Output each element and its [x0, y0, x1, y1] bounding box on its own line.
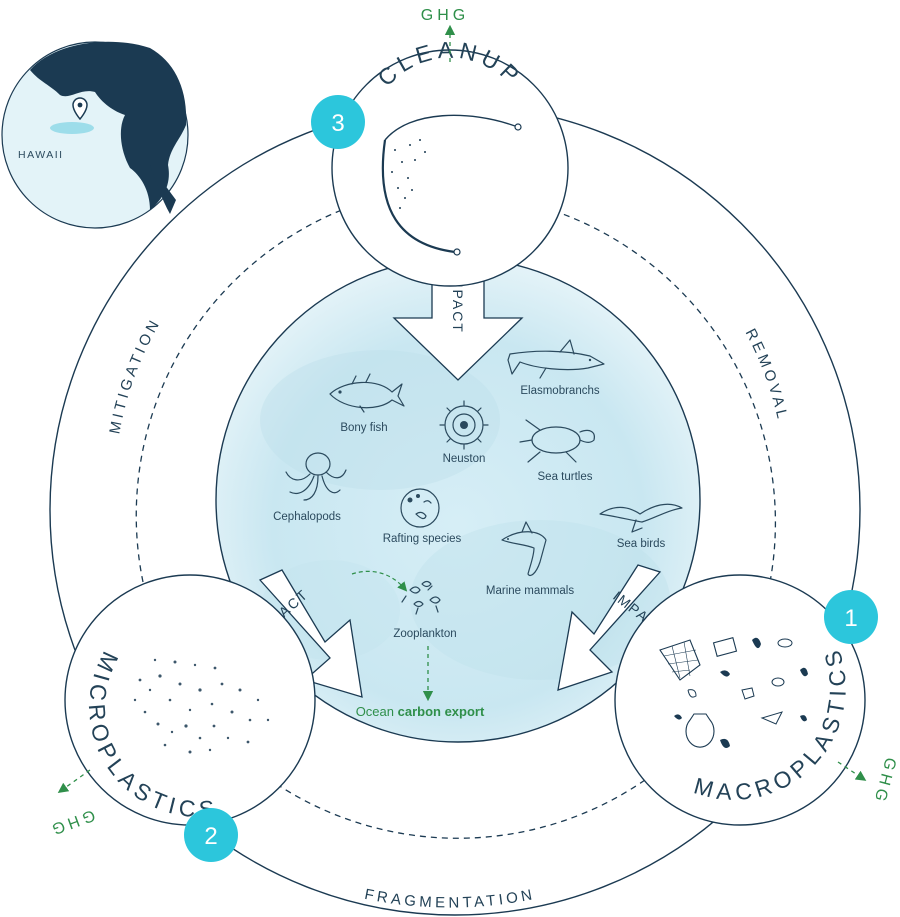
cephalopod-octopus-icon	[285, 452, 347, 501]
hawaii-label: HAWAII	[18, 149, 64, 161]
macroplastic-debris-icon	[659, 636, 808, 748]
ghg-label-macro: GHG	[870, 756, 899, 807]
marine-mammal-dolphin-icon	[501, 521, 547, 577]
mitigation-dashed-arrow	[135, 202, 357, 583]
zooplankton-curved-arrow	[351, 570, 408, 592]
globe-map: HAWAII	[1, 41, 189, 229]
removal-dashed-arrow	[526, 200, 777, 583]
cephalopods-label: Cephalopods	[273, 511, 341, 523]
location-pin-icon	[72, 97, 88, 121]
sea-bird-icon	[599, 503, 683, 533]
ghg-label-cleanup: GHG	[421, 7, 469, 24]
cleanup-barrier-icon	[381, 114, 522, 256]
macroplastics-circle	[614, 574, 866, 826]
ghg-label-micro: GHG	[46, 806, 97, 839]
bony-fish-icon	[329, 373, 405, 413]
fragmentation-dashed-arrow	[243, 759, 646, 839]
svg-text:3: 3	[331, 110, 344, 137]
bony-fish-label: Bony fish	[340, 422, 387, 434]
impact-arrow-left	[258, 569, 363, 698]
impact-arrow-right	[557, 564, 662, 691]
badge-macro: 1	[824, 590, 878, 644]
marine-mammals-label: Marine mammals	[486, 585, 574, 597]
sea-birds-label: Sea birds	[617, 538, 666, 550]
rafting-species-label: Rafting species	[383, 533, 462, 545]
removal-label: REMOVAL	[742, 326, 792, 423]
svg-text:1: 1	[844, 605, 857, 632]
fragmentation-label: FRAGMENTATION	[363, 886, 537, 912]
zooplankton-icon	[401, 580, 441, 615]
badge-cleanup: 3	[311, 95, 365, 149]
neuston-icon	[439, 400, 489, 450]
sea-turtle-icon	[519, 419, 595, 463]
neuston-label: Neuston	[443, 453, 486, 465]
mitigation-label: MITIGATION	[106, 315, 164, 436]
badge-micro: 2	[184, 808, 238, 862]
rafting-species-icon	[400, 488, 440, 528]
sea-turtles-label: Sea turtles	[538, 471, 593, 483]
elasmobranchs-shark-icon	[507, 339, 605, 379]
zooplankton-label: Zooplankton	[393, 628, 456, 640]
svg-text:2: 2	[204, 823, 217, 850]
microplastic-particles-icon	[133, 658, 270, 754]
ghg-arrow-macro	[837, 761, 867, 781]
elasmobranchs-label: Elasmobranchs	[520, 385, 600, 397]
ghg-arrow-micro	[57, 769, 91, 794]
carbon-export-label: Ocean carbon export	[356, 704, 485, 719]
